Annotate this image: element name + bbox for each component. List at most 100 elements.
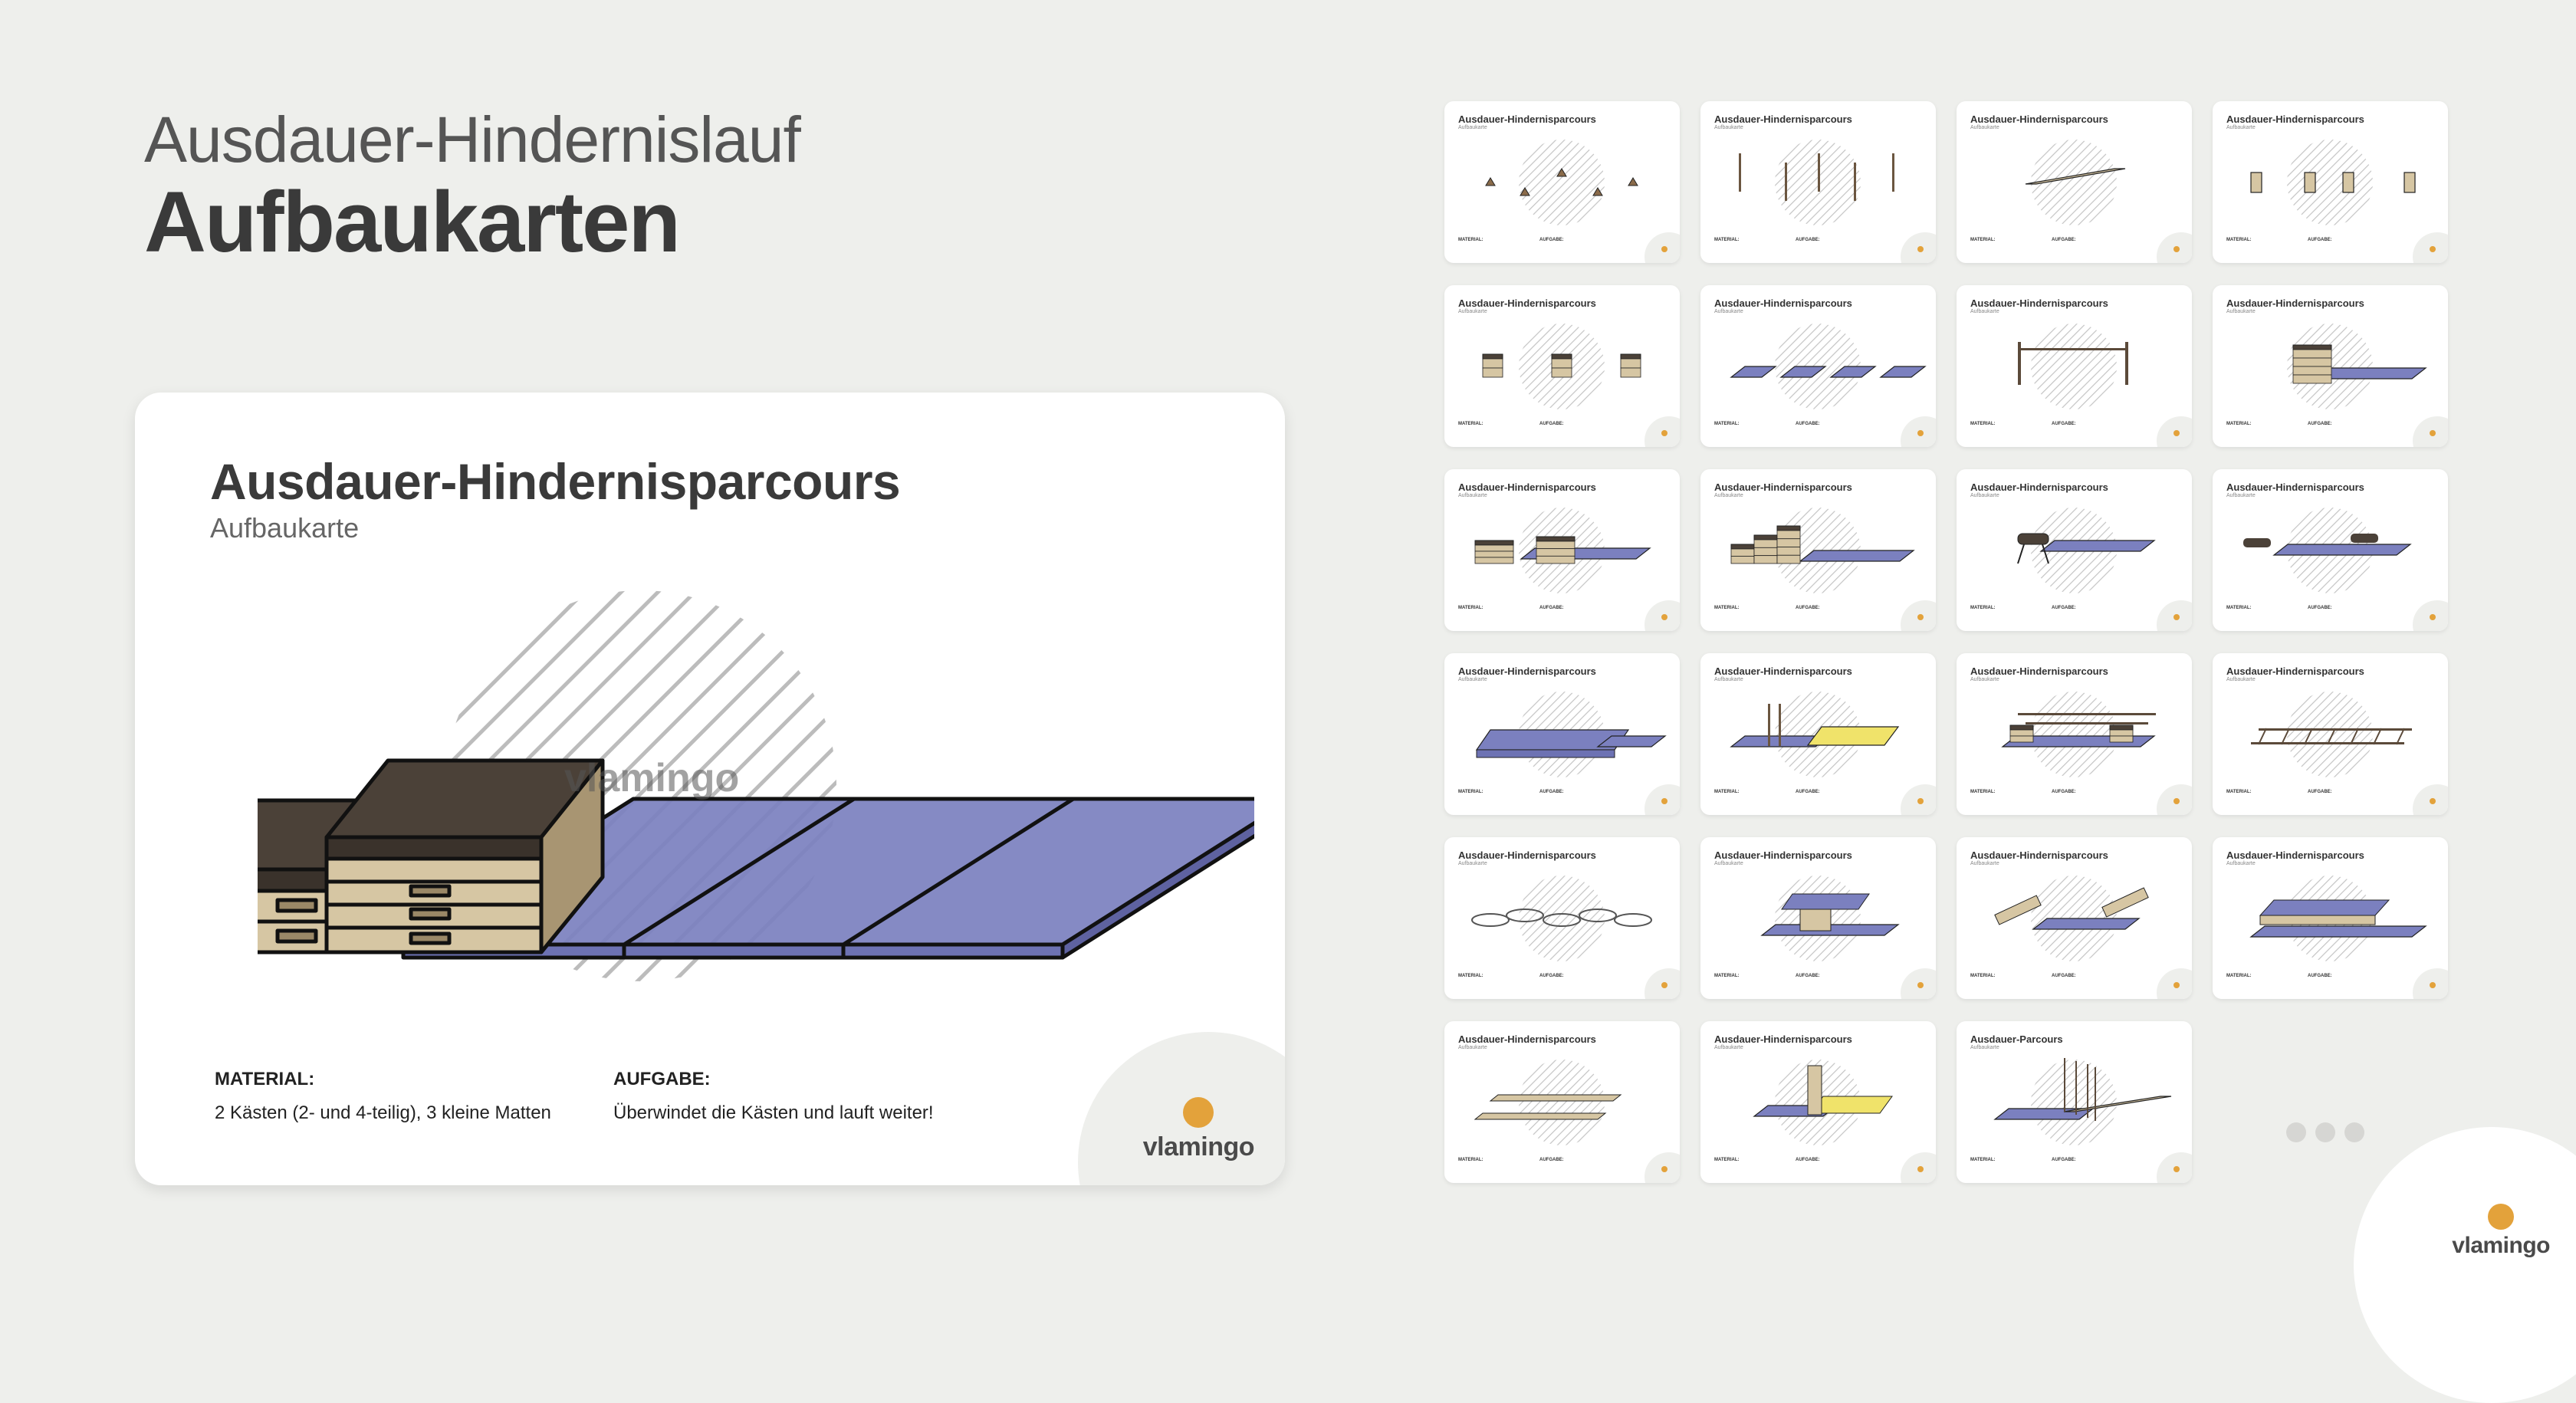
card-thumbnail[interactable]: Ausdauer-Hindernisparcours Aufbaukarte M…: [1700, 101, 1936, 263]
card-thumbnail[interactable]: Ausdauer-Hindernisparcours Aufbaukarte M…: [1444, 285, 1680, 447]
flamingo-logo-icon: [2174, 798, 2180, 804]
page-dot[interactable]: [2286, 1122, 2306, 1142]
ladder-icon: [2220, 682, 2440, 790]
thumbnail-task-label: AUFGABE:: [1539, 238, 1564, 242]
thumbnail-title: Ausdauer-Hindernisparcours: [1458, 665, 1596, 677]
thumbnail-title: Ausdauer-Hindernisparcours: [1714, 481, 1852, 493]
card-thumbnail[interactable]: Ausdauer-Parcours Aufbaukarte MATERIAL: …: [1957, 1021, 2192, 1183]
flamingo-logo-icon: [1917, 246, 1924, 252]
stairs-boxes-icon: [1708, 498, 1927, 606]
thumbnail-subtitle: Aufbaukarte: [1970, 309, 1999, 314]
material-label: MATERIAL:: [215, 1069, 315, 1089]
flamingo-logo-icon: [1661, 1166, 1668, 1172]
card-thumbnail[interactable]: Ausdauer-Hindernisparcours Aufbaukarte M…: [2213, 469, 2448, 631]
poles-icon: [1708, 130, 1927, 238]
card-thumbnail[interactable]: Ausdauer-Hindernisparcours Aufbaukarte M…: [1957, 101, 2192, 263]
mat-stack-icon: [2220, 866, 2440, 974]
brand-name: vlamingo: [1142, 1132, 1255, 1162]
thumbnail-material-label: MATERIAL:: [1714, 606, 1740, 610]
thumbnail-subtitle: Aufbaukarte: [1458, 861, 1487, 866]
card-thumbnail[interactable]: Ausdauer-Hindernisparcours Aufbaukarte M…: [1444, 837, 1680, 999]
page-dot[interactable]: [2344, 1122, 2364, 1142]
thumbnail-title: Ausdauer-Hindernisparcours: [1714, 665, 1852, 677]
thumbnail-title: Ausdauer-Hindernisparcours: [1970, 481, 2108, 493]
tall-box-shape: [324, 758, 605, 955]
thumbnail-subtitle: Aufbaukarte: [1458, 309, 1487, 314]
card-thumbnail[interactable]: Ausdauer-Hindernisparcours Aufbaukarte M…: [1957, 469, 2192, 631]
thumbnail-material-label: MATERIAL:: [1970, 238, 1996, 242]
card-thumbnail[interactable]: Ausdauer-Hindernisparcours Aufbaukarte M…: [2213, 653, 2448, 815]
thumbnail-task-label: AUFGABE:: [2052, 422, 2076, 426]
brand-name: vlamingo: [2452, 1233, 2550, 1258]
flamingo-logo-icon: [1661, 798, 1668, 804]
card-thumbnail[interactable]: Ausdauer-Hindernisparcours Aufbaukarte M…: [1444, 469, 1680, 631]
card-thumbnail[interactable]: Ausdauer-Hindernisparcours Aufbaukarte M…: [1444, 653, 1680, 815]
card-thumbnail[interactable]: Ausdauer-Hindernisparcours Aufbaukarte M…: [2213, 285, 2448, 447]
pagination-dots[interactable]: [2286, 1122, 2364, 1142]
poles-benches-icon: [1964, 1050, 2183, 1158]
bench-icon: [1964, 130, 2183, 238]
page-dot[interactable]: [2315, 1122, 2335, 1142]
material-value: 2 Kästen (2- und 4-teilig), 3 kleine Mat…: [215, 1102, 551, 1123]
card-title: Ausdauer-Hindernisparcours: [210, 453, 901, 510]
thumbnail-material-label: MATERIAL:: [1714, 974, 1740, 978]
thumbnail-subtitle: Aufbaukarte: [1458, 677, 1487, 682]
thumbnail-task-label: AUFGABE:: [1539, 606, 1564, 610]
thumbnail-subtitle: Aufbaukarte: [1714, 677, 1743, 682]
card-thumbnail[interactable]: Ausdauer-Hindernisparcours Aufbaukarte M…: [1957, 837, 2192, 999]
flamingo-logo-icon: [2174, 1166, 2180, 1172]
flamingo-logo-icon: [2174, 982, 2180, 988]
frames-mats-icon: [1964, 866, 2183, 974]
flamingo-logo-icon: [1661, 430, 1668, 436]
mats-icon: [1708, 314, 1927, 422]
thumbnail-task-label: AUFGABE:: [1796, 422, 1820, 426]
thumbnail-title: Ausdauer-Hindernisparcours: [1714, 297, 1852, 309]
thumbnail-title: Ausdauer-Hindernisparcours: [1458, 481, 1596, 493]
card-thumbnail[interactable]: Ausdauer-Hindernisparcours Aufbaukarte M…: [1957, 285, 2192, 447]
flamingo-logo-icon: [1917, 430, 1924, 436]
card-thumbnail[interactable]: Ausdauer-Hindernisparcours Aufbaukarte M…: [1700, 469, 1936, 631]
watermark: vlamingo: [564, 756, 739, 800]
card-thumbnail[interactable]: Ausdauer-Hindernisparcours Aufbaukarte M…: [1957, 653, 2192, 815]
card-thumbnail[interactable]: Ausdauer-Hindernisparcours Aufbaukarte M…: [2213, 837, 2448, 999]
thumbnail-subtitle: Aufbaukarte: [2226, 677, 2256, 682]
thumbnail-task-label: AUFGABE:: [2052, 790, 2076, 794]
flamingo-logo-icon: [2430, 430, 2436, 436]
flamingo-logo-icon: [2430, 798, 2436, 804]
thumbnail-subtitle: Aufbaukarte: [1714, 125, 1743, 130]
thumbnail-material-label: MATERIAL:: [1714, 790, 1740, 794]
thumbnail-material-label: MATERIAL:: [1458, 606, 1484, 610]
thumbnail-title: Ausdauer-Hindernisparcours: [1714, 849, 1852, 861]
mats-shape: [401, 797, 1254, 960]
card-thumbnail[interactable]: Ausdauer-Hindernisparcours Aufbaukarte M…: [1444, 101, 1680, 263]
card-thumbnail[interactable]: Ausdauer-Hindernisparcours Aufbaukarte M…: [1700, 1021, 1936, 1183]
hurdle-icon: [1964, 314, 2183, 422]
thumbnail-subtitle: Aufbaukarte: [1714, 1045, 1743, 1050]
card-thumbnail-grid: Ausdauer-Hindernisparcours Aufbaukarte M…: [1444, 101, 2450, 1190]
thumbnail-title: Ausdauer-Hindernisparcours: [1970, 113, 2108, 125]
wall-bars-icon: [1708, 1050, 1927, 1158]
buck-mat-icon: [1964, 498, 2183, 606]
thumbnail-material-label: MATERIAL:: [1458, 790, 1484, 794]
flamingo-logo-icon: [2174, 430, 2180, 436]
card-thumbnail[interactable]: Ausdauer-Hindernisparcours Aufbaukarte M…: [1700, 653, 1936, 815]
card-thumbnail[interactable]: Ausdauer-Hindernisparcours Aufbaukarte M…: [2213, 101, 2448, 263]
flamingo-logo-icon: [1661, 246, 1668, 252]
thumbnail-subtitle: Aufbaukarte: [2226, 309, 2256, 314]
bars-yellow-mat-icon: [1708, 682, 1927, 790]
flamingo-logo-icon: [2174, 614, 2180, 620]
card-thumbnail[interactable]: Ausdauer-Hindernisparcours Aufbaukarte M…: [1700, 837, 1936, 999]
thumbnail-task-label: AUFGABE:: [2052, 1158, 2076, 1162]
thumbnail-subtitle: Aufbaukarte: [2226, 125, 2256, 130]
thumbnail-title: Ausdauer-Hindernisparcours: [2226, 481, 2364, 493]
featured-card[interactable]: Ausdauer-Hindernisparcours Aufbaukarte: [135, 393, 1285, 1185]
thumbnail-material-label: MATERIAL:: [1714, 238, 1740, 242]
thumbnail-task-label: AUFGABE:: [2052, 606, 2076, 610]
thumbnail-material-label: MATERIAL:: [2226, 422, 2252, 426]
setup-illustration: vlamingo: [258, 590, 1254, 981]
card-thumbnail[interactable]: Ausdauer-Hindernisparcours Aufbaukarte M…: [1444, 1021, 1680, 1183]
thumbnail-subtitle: Aufbaukarte: [1970, 861, 1999, 866]
thumbnail-task-label: AUFGABE:: [2052, 238, 2076, 242]
thumbnail-task-label: AUFGABE:: [2308, 974, 2332, 978]
card-thumbnail[interactable]: Ausdauer-Hindernisparcours Aufbaukarte M…: [1700, 285, 1936, 447]
